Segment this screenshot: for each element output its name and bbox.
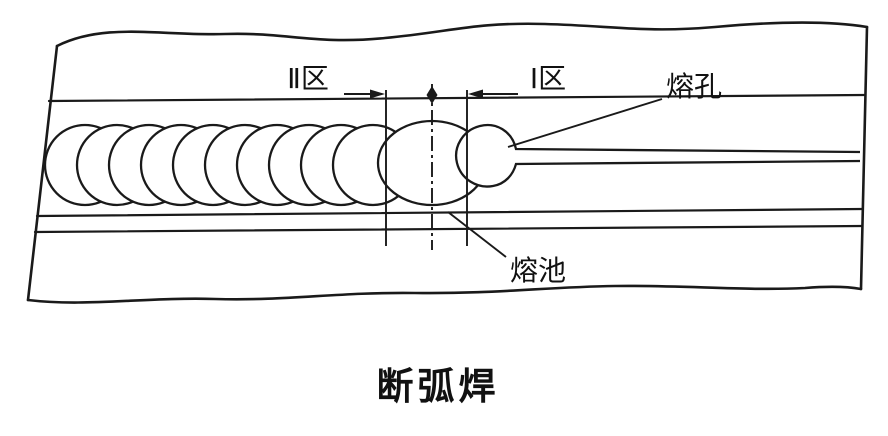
zone1-arrowhead	[468, 89, 483, 99]
plate-right-edge	[859, 25, 869, 291]
plate-left-edge	[26, 44, 59, 302]
zone-divider-lines	[385, 84, 468, 250]
upper-seam-line	[47, 93, 866, 103]
melt-hole-shape	[454, 123, 861, 188]
lower-seam-line-2	[33, 224, 864, 234]
plate-bottom-wavy-edge	[26, 284, 863, 304]
diagram-caption: 断弧焊	[377, 365, 500, 408]
zone2-arrowhead	[370, 89, 385, 99]
melt-hole-leader-line	[507, 98, 663, 148]
weld-beads	[43, 123, 415, 207]
zone1-label: Ⅰ区	[530, 62, 566, 95]
melt-hole-label: 熔孔	[666, 70, 722, 103]
weld-pool-label: 熔池	[510, 254, 566, 287]
zone2-label: Ⅱ区	[287, 62, 329, 95]
zone-dimension-arrows	[344, 89, 518, 99]
centerline-diamond-marker	[426, 86, 438, 104]
plate-outline	[26, 21, 869, 304]
plate-top-wavy-edge	[55, 21, 869, 48]
weld-pool-leader-line	[447, 211, 507, 258]
